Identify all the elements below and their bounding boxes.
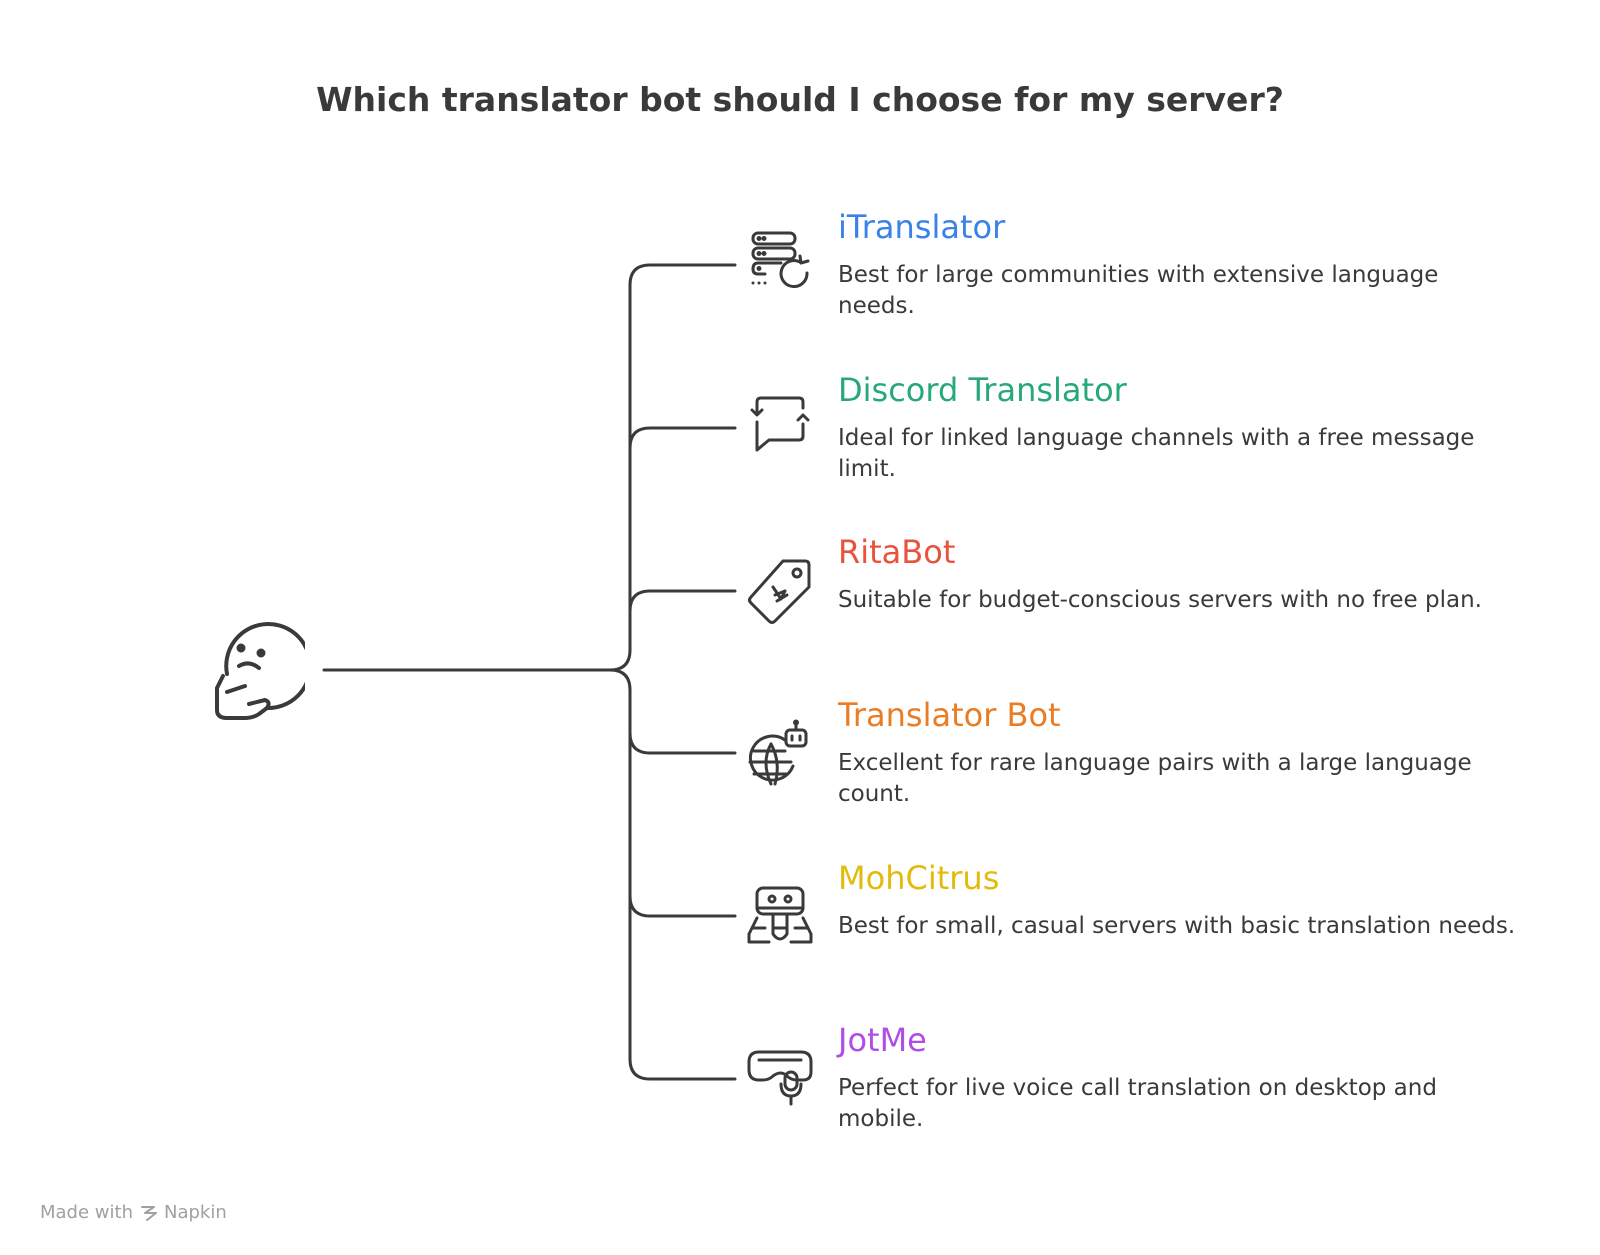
branch-line [628,688,737,1081]
thinking-face-icon [215,622,305,720]
robot-icon [745,882,817,954]
option-title: RitaBot [838,533,956,571]
option-description: Ideal for linked language channels with … [838,425,1475,482]
option-translator-bot: Translator Bot Excellent for rare langua… [838,695,1518,810]
option-jotme: JotMe Perfect for live voice call transl… [838,1020,1518,1135]
napkin-brand: Napkin [139,1202,227,1223]
trunk-line [322,263,737,672]
branch-line [628,426,737,652]
napkin-label: Napkin [163,1202,227,1223]
option-title: JotMe [838,1021,927,1059]
option-description: Excellent for rare language pairs with a… [838,750,1472,807]
option-title: iTranslator [838,208,1006,246]
branch-line [628,688,737,918]
server-refresh-icon [745,227,817,299]
option-title: Discord Translator [838,371,1127,409]
option-itranslator: iTranslator Best for large communities w… [838,207,1518,322]
diagram-title: Which translator bot should I choose for… [316,80,1284,119]
chat-arrows-icon [745,392,817,464]
made-with-label: Made with [40,1202,133,1223]
option-title: Translator Bot [838,696,1061,734]
option-ritabot: RitaBot Suitable for budget-conscious se… [838,532,1518,616]
option-description: Suitable for budget-conscious servers wi… [838,587,1482,613]
vr-headset-mic-icon [745,1044,817,1116]
option-description: Best for small, casual servers with basi… [838,913,1516,939]
option-description: Perfect for live voice call translation … [838,1075,1437,1132]
globe-robot-icon [745,718,817,790]
napkin-logo-icon [140,1205,157,1221]
made-with-napkin[interactable]: Made with Napkin [40,1202,227,1223]
option-title: MohCitrus [838,859,1000,897]
option-description: Best for large communities with extensiv… [838,262,1439,319]
branch-line [628,589,737,652]
option-mohcitrus: MohCitrus Best for small, casual servers… [838,858,1518,942]
price-tag-icon [745,555,817,627]
option-discord-translator: Discord Translator Ideal for linked lang… [838,370,1518,485]
